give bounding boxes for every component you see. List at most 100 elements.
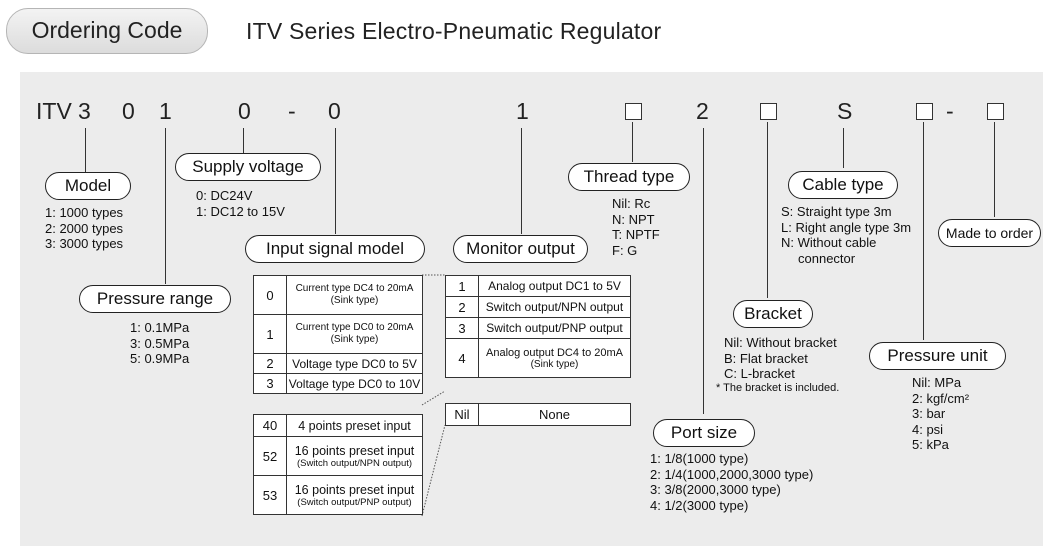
port-option: 3: 3/8(2000,3000 type) (650, 482, 781, 497)
monitor-output-label: Monitor output (453, 235, 588, 263)
preset-desc-note: (Switch output/PNP output) (297, 496, 412, 508)
monitor-desc: Analog output DC4 to 20mA(Sink type) (478, 338, 631, 378)
unit-option: 4: psi (912, 421, 944, 437)
table-row: 52 16 points preset input(Switch output/… (253, 436, 423, 476)
monitor-desc: None (478, 403, 631, 426)
monitor-code: 3 (445, 317, 479, 339)
supply-option: 0: DC24V (196, 188, 253, 203)
code-supply-digit: 0 (122, 98, 135, 124)
model-option: 3: 3000 types (45, 236, 124, 251)
connector-line (994, 122, 996, 217)
input-signal-label: Input signal model (245, 235, 425, 263)
code-hyphen-1: - (288, 98, 296, 124)
preset-desc: 16 points preset input(Switch output/NPN… (286, 436, 423, 476)
cable-option: S: Straight type 3m (781, 204, 892, 219)
port-size-options: 1: 1/8(1000 type)2: 1/4(1000,2000,3000 t… (650, 451, 813, 513)
monitor-code: 1 (445, 275, 479, 297)
thread-type-label: Thread type (568, 163, 690, 191)
code-port-digit: 2 (696, 98, 709, 124)
preset-desc-line: 16 points preset input (294, 443, 415, 458)
connector-line (521, 128, 523, 234)
monitor-code: 4 (445, 338, 479, 378)
model-label: Model (45, 172, 131, 200)
code-bracket-box (760, 103, 777, 120)
unit-option: 3: bar (912, 406, 946, 421)
connector-line (243, 128, 245, 153)
connector-line (85, 128, 87, 172)
monitor-desc: Switch output/NPN output (478, 296, 631, 318)
monitor-desc: Switch output/PNP output (478, 317, 631, 339)
input-code: 1 (253, 314, 287, 354)
input-code: 0 (253, 275, 287, 315)
input-code: 2 (253, 353, 287, 374)
input-code: 3 (253, 373, 287, 394)
code-input-digit-1: 0 (238, 98, 251, 124)
supply-option: 1: DC12 to 15V (196, 203, 285, 219)
thread-option: T: NPTF (612, 227, 660, 242)
pressure-range-option: 1: 0.1MPa (130, 320, 190, 335)
unit-option: Nil: MPa (912, 375, 962, 390)
thread-option: F: G (612, 242, 638, 258)
connector-line (923, 122, 925, 340)
preset-code: 52 (253, 436, 287, 476)
input-desc: Voltage type DC0 to 10V (286, 373, 423, 394)
table-row: 3 Voltage type DC0 to 10V (253, 373, 423, 394)
port-option: 1: 1/8(1000 type) (650, 451, 749, 466)
bracket-option: B: Flat bracket (724, 350, 808, 366)
monitor-code: Nil (445, 403, 479, 426)
bracket-option: Nil: Without bracket (724, 335, 837, 350)
connector-line (632, 122, 634, 162)
input-desc: Current type DC4 to 20mA(Sink type) (286, 275, 423, 315)
preset-desc: 16 points preset input(Switch output/PNP… (286, 475, 423, 515)
input-desc: Current type DC0 to 20mA(Sink type) (286, 314, 423, 354)
code-model-digit: 3 (78, 98, 91, 124)
code-prefix: ITV (36, 98, 72, 124)
preset-desc: 4 points preset input (286, 414, 423, 437)
preset-input-table: 40 4 points preset input 52 16 points pr… (253, 414, 423, 515)
model-option: 2: 2000 types (45, 220, 124, 236)
bracket-option: C: L-bracket (724, 366, 795, 381)
port-size-label: Port size (653, 419, 755, 447)
port-option: 2: 1/4(1000,2000,3000 type) (650, 466, 814, 482)
code-pressure-digit: 1 (159, 98, 172, 124)
preset-desc-note: (Switch output/NPN output) (296, 457, 413, 469)
ordering-code-badge: Ordering Code (6, 8, 208, 54)
code-input-digit-2: 0 (328, 98, 341, 124)
input-desc-line: Current type DC0 to 20mA (295, 322, 414, 333)
table-row: 40 4 points preset input (253, 414, 423, 437)
pressure-range-label: Pressure range (79, 285, 231, 313)
connector-line (335, 128, 337, 234)
thread-option: Nil: Rc (612, 196, 651, 211)
table-row: 53 16 points preset input(Switch output/… (253, 475, 423, 515)
monitor-code: 2 (445, 296, 479, 318)
supply-voltage-label: Supply voltage (175, 153, 321, 181)
unit-option: 5: kPa (912, 437, 949, 452)
page-title: ITV Series Electro-Pneumatic Regulator (246, 18, 662, 44)
preset-code: 53 (253, 475, 287, 515)
code-thread-box (625, 103, 642, 120)
input-desc-note: (Sink type) (330, 295, 379, 306)
bracket-note: * The bracket is included. (716, 382, 840, 394)
unit-option: 2: kgf/cm² (912, 390, 970, 406)
table-row: 0 Current type DC4 to 20mA(Sink type) (253, 275, 423, 315)
preset-code: 40 (253, 414, 287, 437)
pressure-range-option: 5: 0.9MPa (130, 351, 190, 366)
monitor-desc: Analog output DC1 to 5V (478, 275, 631, 297)
table-row: 1 Current type DC0 to 20mA(Sink type) (253, 314, 423, 354)
connector-line (703, 128, 705, 414)
code-order-box (987, 103, 1004, 120)
cable-option: L: Right angle type 3m (781, 219, 912, 235)
